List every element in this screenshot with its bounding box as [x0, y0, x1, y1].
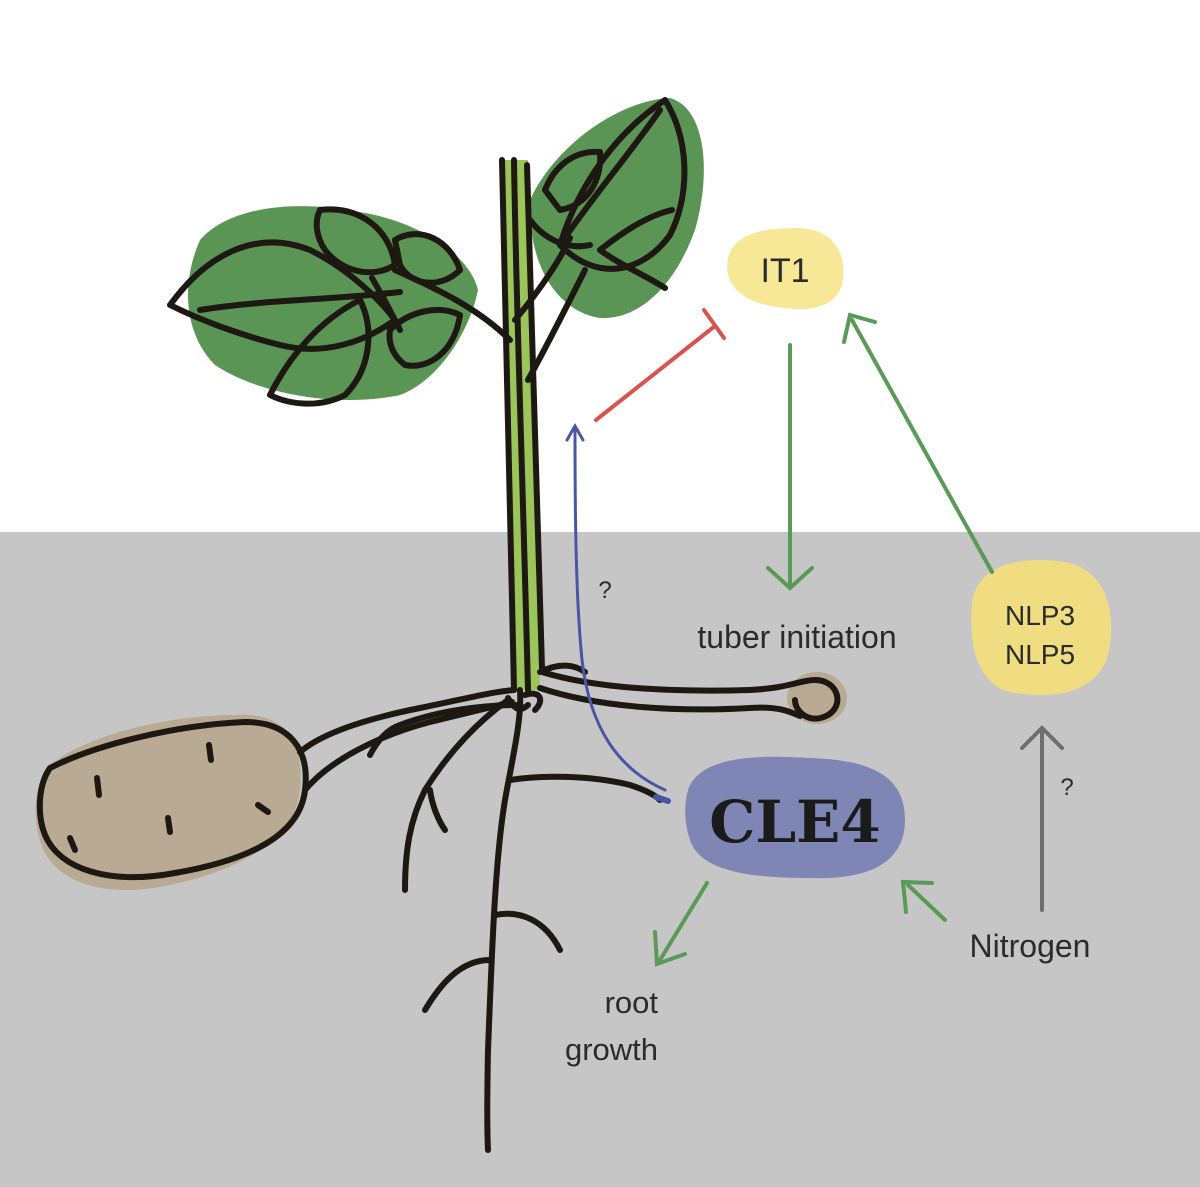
left-leaf-outline — [167, 206, 463, 407]
right-leaf-outline — [527, 97, 688, 291]
roots-outline — [367, 687, 663, 1153]
plant-illustration — [35, 97, 847, 1153]
right-leaf-fill — [529, 98, 704, 319]
tuber-initiation-label: tuber initiation — [697, 619, 896, 655]
arrow-nlp-to-it1 — [842, 312, 994, 574]
cle4-label: CLE4 — [709, 788, 881, 856]
it1-label: IT1 — [760, 252, 809, 290]
left-leaf-fill — [188, 206, 478, 401]
inhibition-to-it1 — [594, 308, 726, 422]
nlp3-label: NLP3 — [1005, 600, 1075, 631]
growth-label: growth — [565, 1032, 658, 1067]
tuber-fill — [35, 714, 301, 890]
nlp5-label: NLP5 — [1005, 639, 1075, 670]
tuber-outline — [36, 687, 517, 881]
nitrogen-nlp-question-mark: ? — [1060, 774, 1073, 801]
arrow-cle4-to-root-growth — [653, 881, 709, 967]
arrow-it1-to-tuber-initiation — [766, 343, 814, 591]
arrow-nitrogen-to-cle4 — [900, 879, 947, 922]
it1-blob — [727, 228, 844, 310]
cle4-blob — [685, 756, 905, 879]
shoot-signal-question-mark: ? — [598, 577, 611, 604]
cle4-shoot-signal — [565, 422, 671, 804]
arrow-nitrogen-to-nlp — [1020, 725, 1064, 912]
root-label: root — [605, 985, 659, 1020]
nlp-blob — [971, 559, 1112, 696]
nitrogen-label: Nitrogen — [970, 928, 1091, 964]
